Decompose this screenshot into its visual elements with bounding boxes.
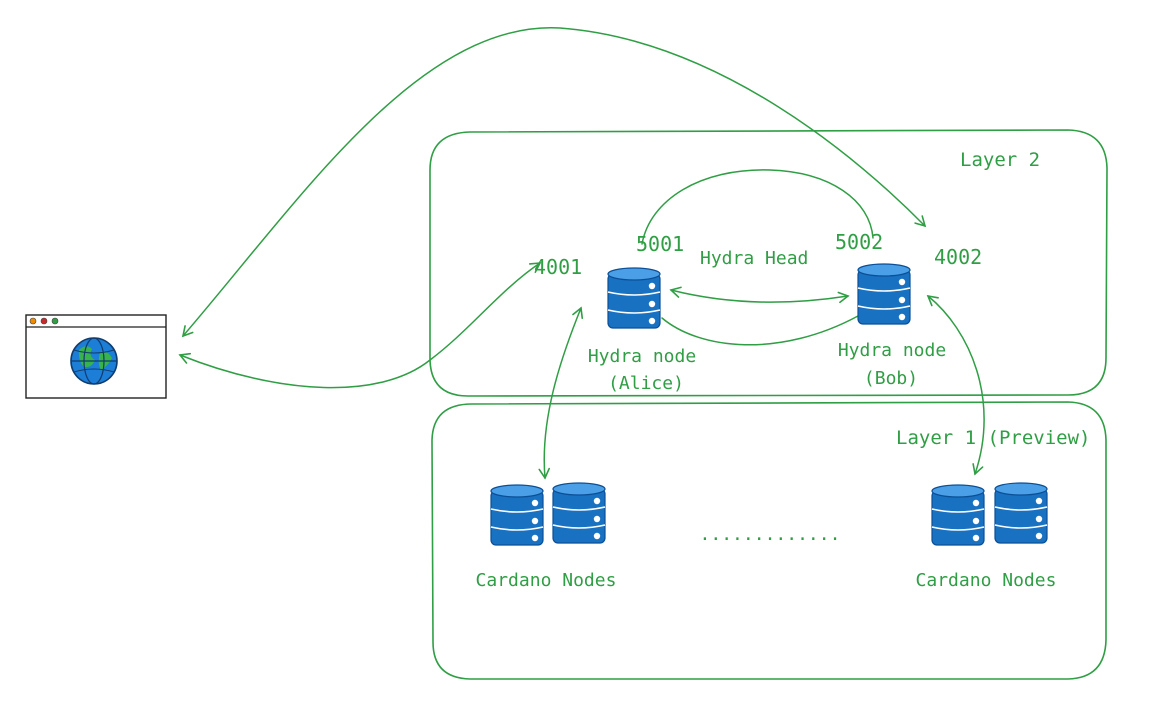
alice-name-label: (Alice) bbox=[608, 373, 684, 394]
arrow-browser-alice bbox=[178, 262, 542, 389]
cardano-nodes-left-label: Cardano Nodes bbox=[476, 570, 617, 591]
ellipsis-label: ............. bbox=[700, 524, 841, 545]
database-icon bbox=[857, 263, 911, 325]
database-icon bbox=[607, 267, 661, 329]
database-icon bbox=[490, 484, 544, 546]
bob-api-port: 4002 bbox=[934, 245, 982, 269]
bob-peer-port: 5002 bbox=[835, 230, 883, 254]
arrow-alice-cardano bbox=[538, 306, 584, 480]
arrow-head-loop bbox=[641, 169, 874, 346]
cardano-nodes-right-label: Cardano Nodes bbox=[916, 570, 1057, 591]
globe-icon bbox=[70, 337, 118, 385]
layer2-box bbox=[429, 129, 1108, 397]
layer2-label: Layer 2 bbox=[960, 149, 1040, 171]
layer1-box bbox=[431, 401, 1107, 680]
alice-peer-port: 5001 bbox=[636, 232, 684, 256]
layer1-label: Layer 1 (Preview) bbox=[896, 427, 1090, 449]
arrow-browser-bob bbox=[181, 27, 927, 338]
alice-node-label: Hydra node bbox=[588, 346, 696, 367]
arrow-bob-cardano bbox=[926, 294, 985, 476]
database-icon bbox=[931, 484, 985, 546]
browser-window-icon bbox=[25, 314, 167, 399]
bob-name-label: (Bob) bbox=[864, 368, 918, 389]
arrow-alice-bob bbox=[669, 286, 850, 304]
bob-node-label: Hydra node bbox=[838, 340, 946, 361]
alice-api-port: 4001 bbox=[534, 255, 582, 279]
database-icon bbox=[994, 482, 1048, 544]
hydra-head-label: Hydra Head bbox=[700, 248, 808, 269]
database-icon bbox=[552, 482, 606, 544]
